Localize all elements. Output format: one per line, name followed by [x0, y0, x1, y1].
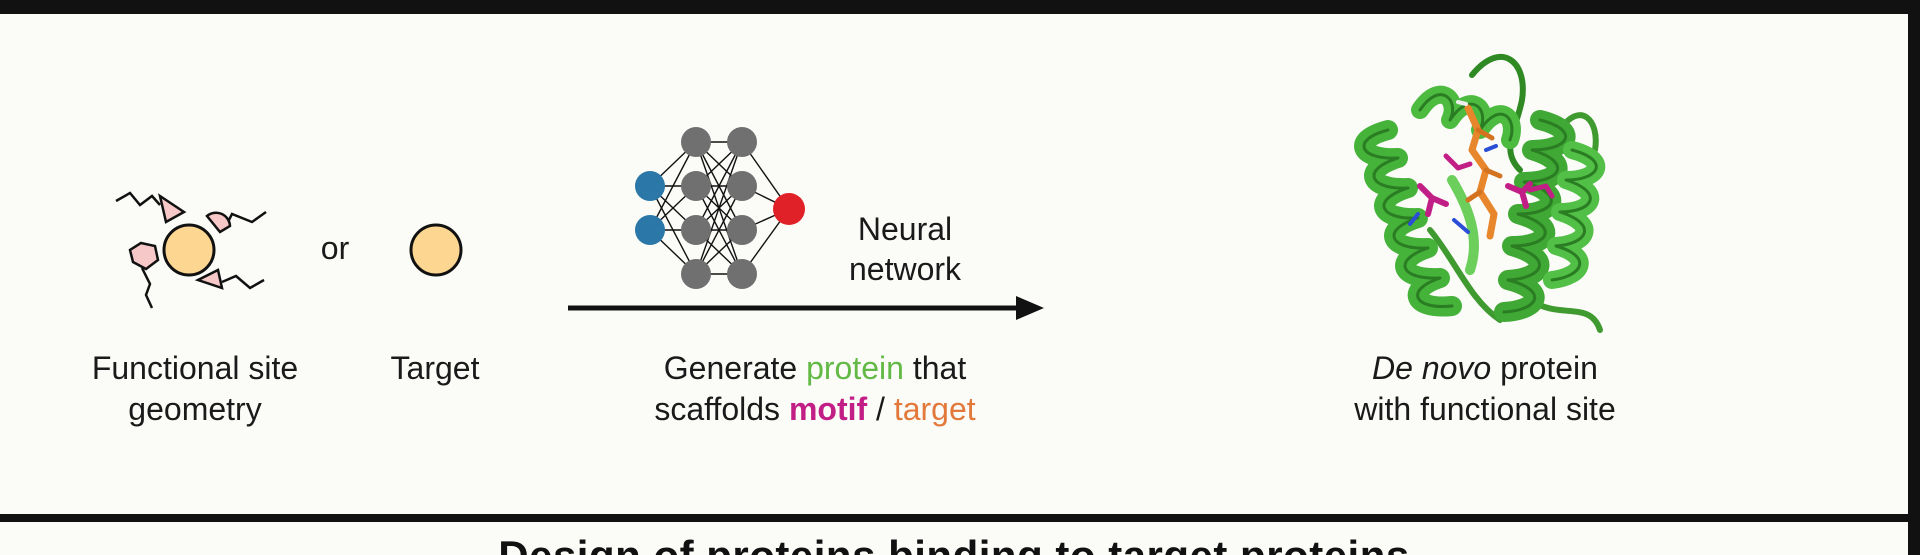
neural-network-icon — [635, 127, 805, 289]
de-novo-caption-line2: with functional site — [1354, 391, 1616, 427]
nn-input-node — [635, 215, 665, 245]
generate-caption-line2: scaffolds motif / target — [575, 389, 1055, 430]
de-novo-protein-caption: De novo protein with functional site — [1280, 348, 1690, 430]
protein-text: protein — [1491, 350, 1598, 386]
protein-word: protein — [806, 350, 904, 386]
generate-caption-text: Generate — [663, 350, 807, 386]
slash-text: / — [867, 391, 894, 427]
section-title: Design of proteins binding to target pro… — [0, 532, 1908, 555]
nn-hidden-node — [681, 215, 711, 245]
motif-fragment-triangle — [158, 193, 187, 224]
nn-hidden-node — [727, 127, 757, 157]
generate-protein-caption: Generate protein that scaffolds motif / … — [575, 348, 1055, 430]
nn-hidden-node — [727, 259, 757, 289]
motif-fragment-small-triangle — [194, 268, 224, 290]
motif-fragment-wedge — [205, 211, 232, 234]
or-text: or — [320, 230, 350, 266]
nn-hidden-node — [727, 171, 757, 201]
frame-right-border — [1908, 0, 1920, 555]
de-novo-caption-line1: De novo protein — [1280, 348, 1690, 389]
functional-site-geometry-label: Functional site geometry — [50, 348, 340, 430]
neural-network-label-line1: Neural — [857, 211, 953, 247]
functional-site-target-circle — [162, 223, 216, 277]
nn-hidden-node — [681, 127, 711, 157]
diagram-canvas — [115, 53, 1606, 333]
target-word: target — [893, 391, 976, 427]
target-circle-icon — [409, 223, 463, 277]
nn-output-node — [773, 193, 805, 225]
next-section-header: Design of proteins binding to target pro… — [0, 522, 1908, 555]
motif-fragment-hexagon — [128, 241, 160, 271]
motif-word: motif — [788, 391, 868, 427]
neural-network-label-line2: network — [848, 251, 962, 287]
generate-caption-line1: Generate protein that — [575, 348, 1055, 389]
scaffolds-text: scaffolds — [654, 391, 789, 427]
functional-site-geometry-icon — [115, 191, 267, 309]
generate-caption-that: that — [903, 350, 967, 386]
section-divider — [0, 514, 1920, 522]
nn-hidden-node — [681, 171, 711, 201]
target-label: Target — [390, 350, 480, 386]
functional-site-label-line2: geometry — [128, 391, 262, 427]
nn-input-node — [635, 171, 665, 201]
process-arrow — [568, 296, 1044, 320]
functional-site-label-line1: Functional site — [91, 350, 299, 386]
nn-hidden-node — [681, 259, 711, 289]
nn-hidden-node — [727, 215, 757, 245]
frame-top-border — [0, 0, 1920, 14]
neural-network-label: Neural network — [800, 209, 1010, 289]
de-novo-italic: De novo — [1372, 350, 1492, 386]
de-novo-protein-structure-image — [1354, 53, 1606, 333]
